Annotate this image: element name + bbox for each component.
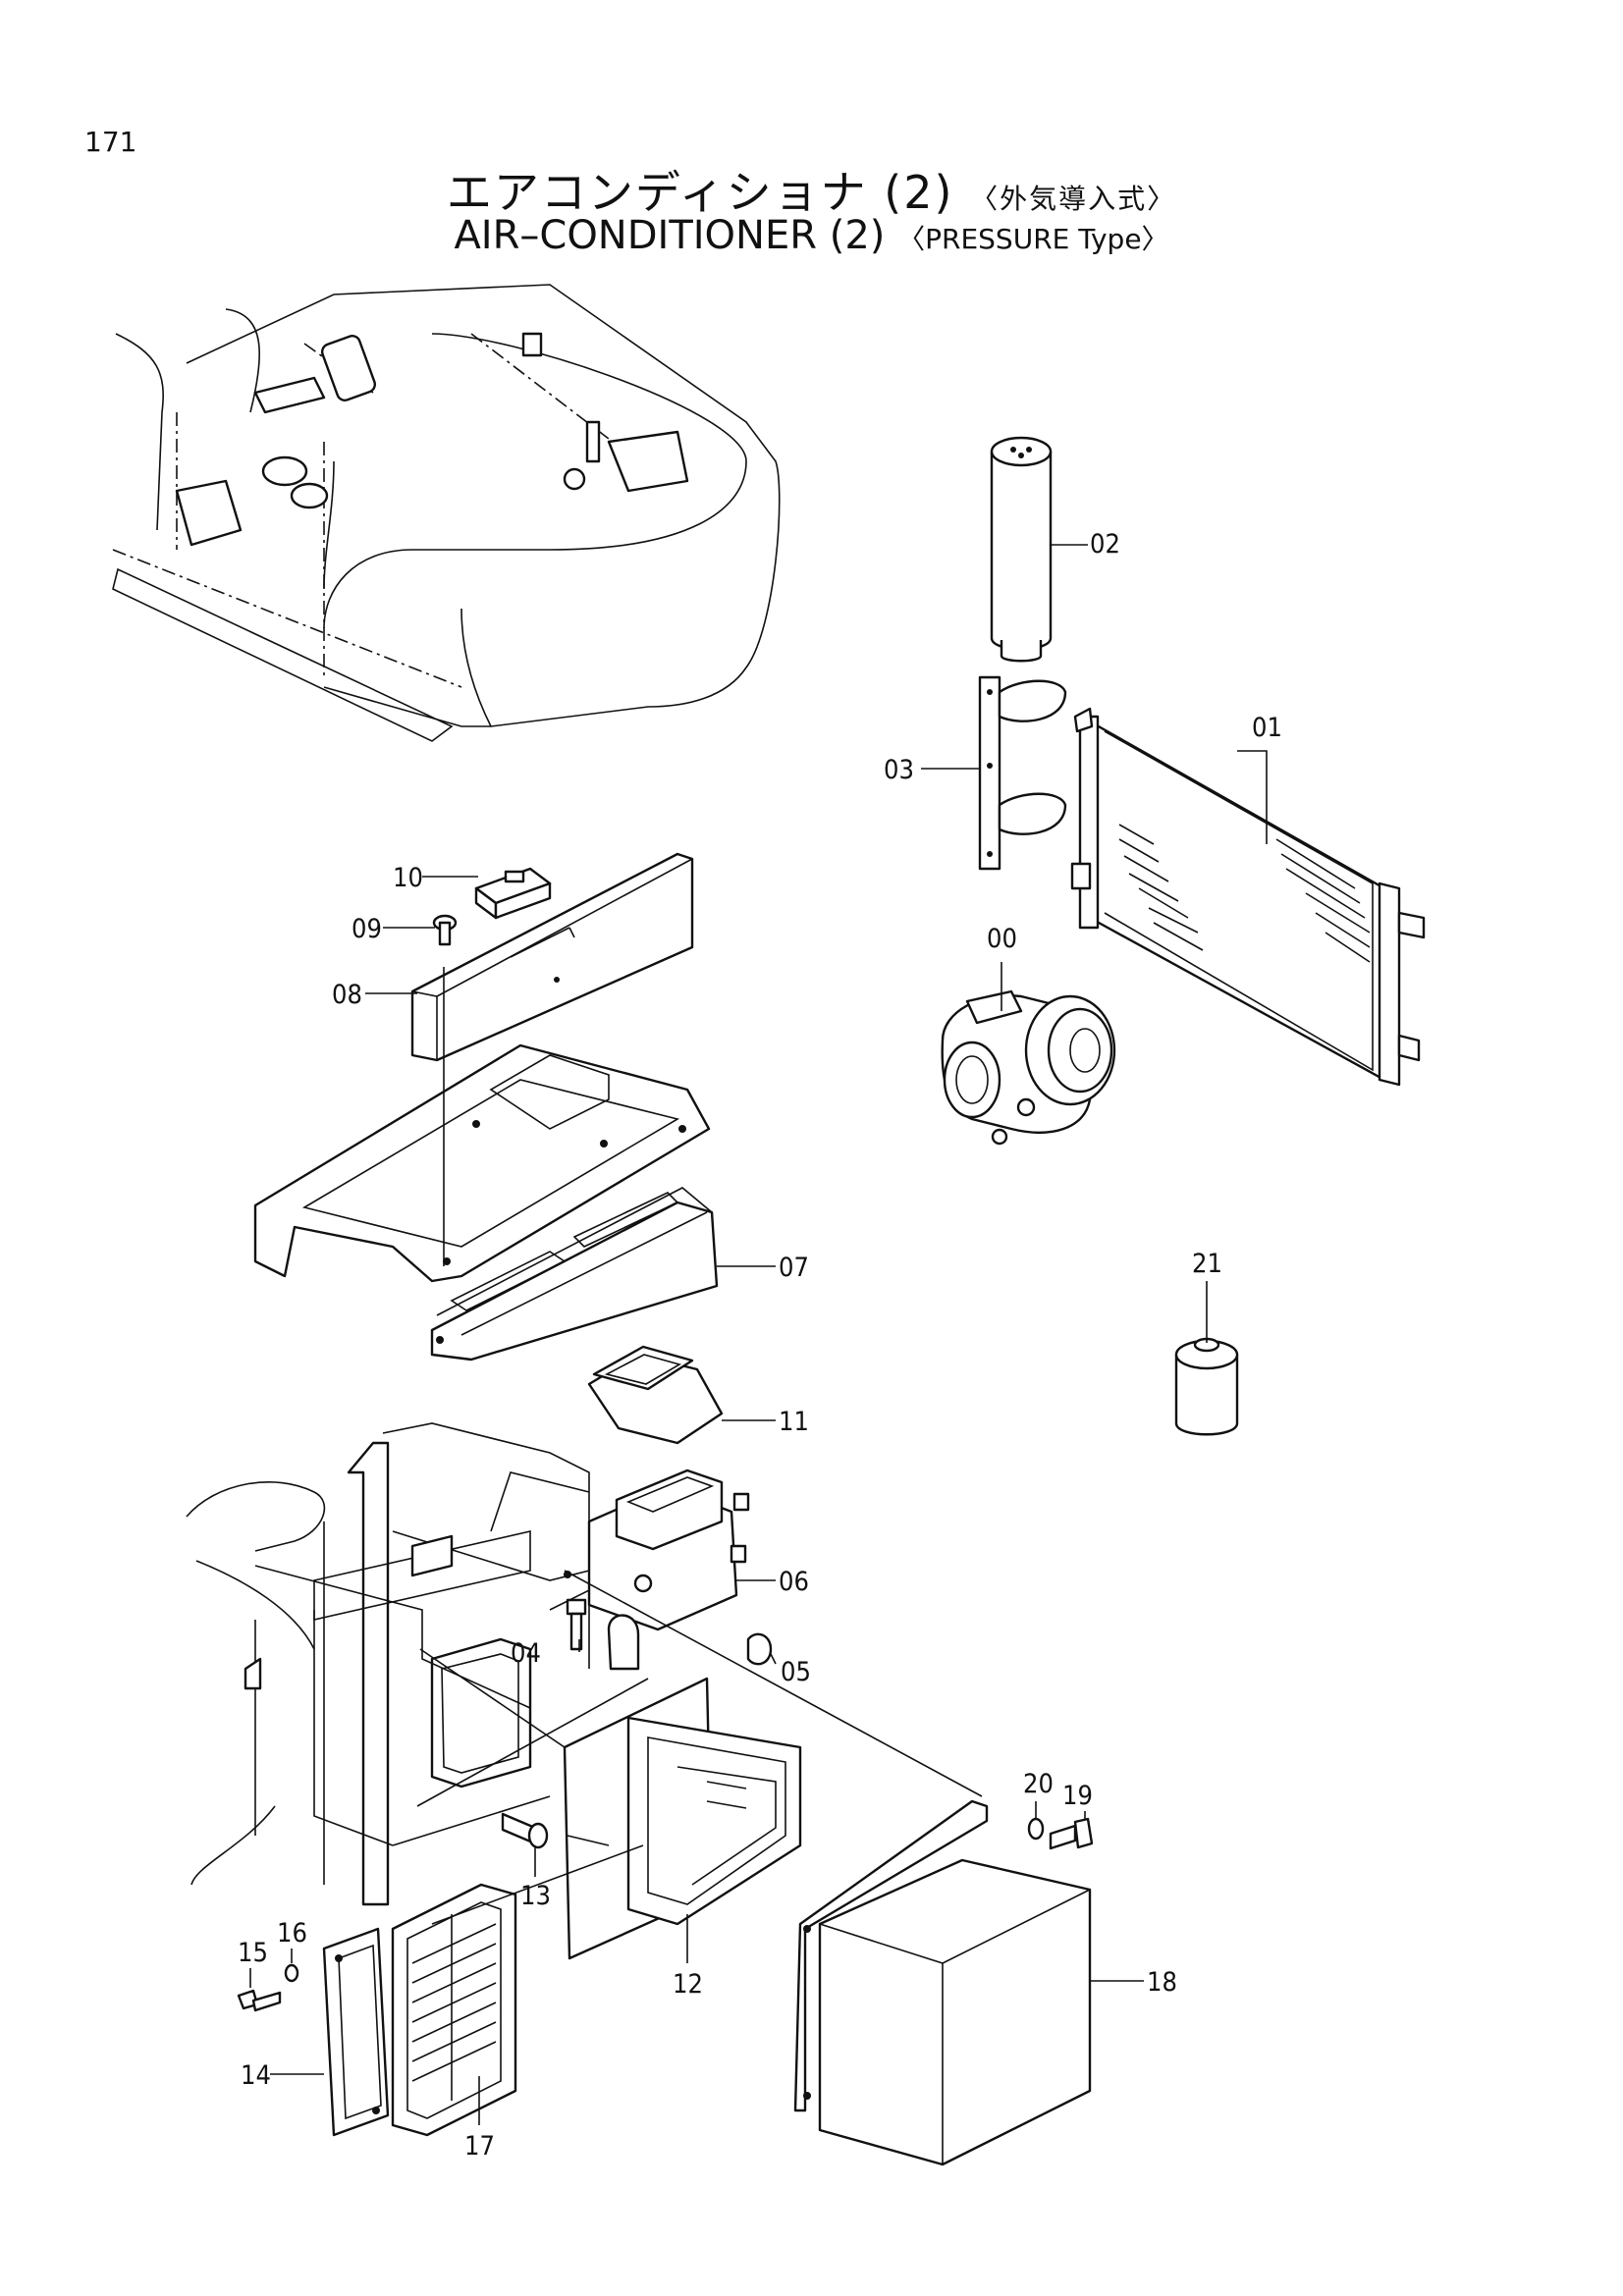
part-19-bolt [1049,1817,1094,1850]
callout-20: 20 [1023,1769,1054,1799]
part-08-panel [410,852,694,1062]
callout-09: 09 [352,914,382,944]
callout-02: 02 [1090,529,1120,560]
part-04-bolt [566,1598,640,1671]
callout-16: 16 [277,1918,307,1949]
callout-08: 08 [332,980,362,1010]
callout-04: 04 [511,1638,541,1669]
title-japanese-sub: 〈外気導入式〉 [970,183,1177,215]
part-01-condenser [1070,707,1426,1087]
part-09-screw [432,914,458,946]
part-20-washer [1027,1817,1045,1841]
part-16-washer [284,1963,299,1983]
callout-19: 19 [1062,1781,1093,1811]
part-05-clip [746,1632,773,1666]
part-02-receiver-dryer [990,436,1053,663]
part-07-duct [430,1187,719,1362]
cab-floor-panel [253,1043,711,1283]
cab-interior-structure [186,1422,590,1906]
callout-leaders [249,544,1268,2125]
callout-10: 10 [393,863,423,893]
part-15-wing-bolt [237,1989,282,2012]
part-21-canister [1174,1337,1239,1436]
title-english-main: AIR–CONDITIONER (2) [454,213,886,258]
callout-00: 00 [987,924,1017,954]
callout-21: 21 [1192,1249,1222,1279]
callout-03: 03 [884,755,914,785]
callout-15: 15 [238,1938,268,1968]
callout-18: 18 [1147,1967,1177,1998]
callout-17: 17 [464,2131,495,2162]
page-number: 171 [84,126,137,158]
callout-05: 05 [781,1657,811,1687]
callout-14: 14 [241,2060,271,2091]
callout-13: 13 [520,1881,551,1911]
callout-11: 11 [779,1407,809,1437]
callout-labels: 02 01 03 00 10 09 08 07 21 11 06 04 05 2… [238,529,1282,2162]
part-00-compressor [941,989,1116,1146]
title-japanese: エアコンディショナ (2) 〈外気導入式〉 [0,157,1623,222]
part-10-switch [474,867,552,920]
title-english-sub: 〈PRESSURE Type〉 [897,223,1169,255]
title-english: AIR–CONDITIONER (2) 〈PRESSURE Type〉 [0,213,1623,258]
title-japanese-main: エアコンディショナ (2) [446,166,954,219]
part-14-cover-plate [322,1927,390,2137]
condenser-fins [1118,824,1371,963]
part-06-blower-housing [587,1468,750,1631]
callout-06: 06 [779,1567,809,1597]
assembly-lines [416,967,983,1925]
part-03-bracket [978,675,1067,871]
part-13-bolt [501,1812,549,1849]
callout-12: 12 [673,1969,703,2000]
part-17-louver-grille [391,1883,517,2137]
callout-07: 07 [779,1253,809,1283]
machine-body-outline [112,284,781,742]
part-18-filter-box [793,1799,1092,2166]
callout-01: 01 [1252,713,1282,743]
part-12-filter-frame [563,1677,802,1960]
part-11-duct-piece [587,1345,724,1445]
